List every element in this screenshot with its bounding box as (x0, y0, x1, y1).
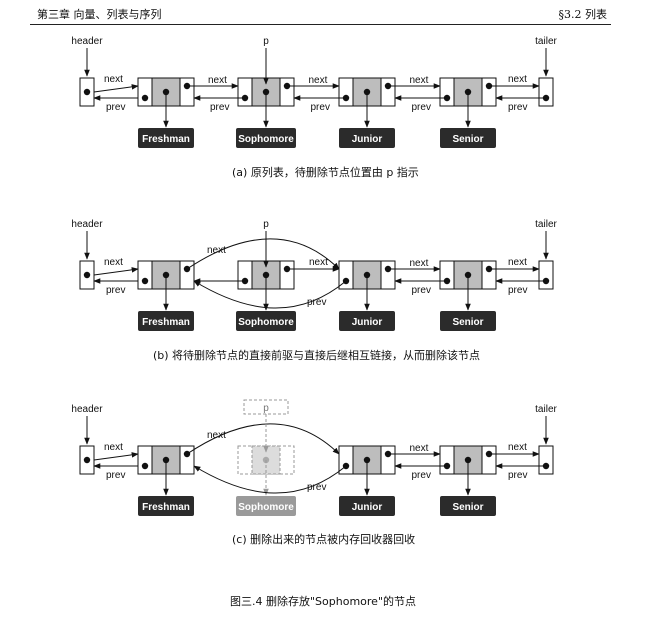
caption-b: (b) 将待删除节点的直接前驱与直接后继相互链接，从而删除该节点 (153, 349, 481, 362)
element-box-2 (236, 496, 296, 516)
next-label: next (207, 430, 226, 441)
element-box-3 (339, 311, 395, 331)
element-label-1: Freshman (142, 317, 190, 328)
element-label-4: Senior (452, 317, 483, 328)
element-label-2: Sophomore (238, 134, 294, 145)
element-box-4 (440, 128, 496, 148)
tailer-label: tailer (535, 36, 557, 47)
next-label: next (508, 442, 527, 453)
tailer-label: tailer (535, 404, 557, 415)
tailer-sentinel (538, 445, 554, 475)
tailer-sentinel (538, 260, 554, 290)
next-label: next (410, 75, 429, 86)
next-label: next (104, 74, 123, 85)
prev-label: prev (508, 285, 527, 296)
prev-label: prev (106, 470, 125, 481)
prev-label: prev (412, 470, 431, 481)
caption-a: (a) 原列表，待删除节点位置由 p 指示 (232, 166, 419, 179)
header-next-dot (83, 88, 91, 96)
next-label: next (208, 75, 227, 86)
prev-label: prev (412, 285, 431, 296)
prev-label: prev (210, 102, 229, 113)
prev-label: prev (311, 102, 330, 113)
element-label-3: Junior (352, 502, 383, 513)
element-box-3 (339, 496, 395, 516)
bypass-prev-link (193, 280, 347, 309)
prev-label: prev (508, 470, 527, 481)
element-box-4 (440, 311, 496, 331)
header-label: header (71, 36, 103, 47)
next-label: next (410, 443, 429, 454)
header-rule (30, 24, 611, 25)
caption-c: (c) 删除出来的节点被内存回收器回收 (232, 533, 416, 546)
figure-caption: 图三.4 删除存放"Sophomore"的节点 (230, 595, 417, 608)
chapter-title: 第三章 向量、列表与序列 (37, 8, 162, 21)
prev-label: prev (106, 102, 125, 113)
header-to-node1 (93, 452, 139, 461)
header-label: header (71, 219, 103, 230)
tailer-label: tailer (535, 219, 557, 230)
bypass-prev-link (193, 465, 347, 494)
next-label: next (410, 258, 429, 269)
tailer-sentinel (538, 77, 554, 107)
header-to-node1 (93, 84, 139, 93)
element-box-1 (138, 496, 194, 516)
prev-label: prev (412, 102, 431, 113)
element-label-4: Senior (452, 502, 483, 513)
p-label: p (263, 219, 269, 230)
next-label: next (309, 257, 328, 268)
next-label: next (309, 75, 328, 86)
element-label-1: Freshman (142, 134, 190, 145)
prev-label: prev (106, 285, 125, 296)
bypass-next-link (186, 238, 340, 270)
header-label: header (71, 404, 103, 415)
prev-label: prev (508, 102, 527, 113)
prev-pointer-dot (141, 277, 149, 285)
element-label-3: Junior (352, 317, 383, 328)
element-box-4 (440, 496, 496, 516)
element-box-1 (138, 128, 194, 148)
element-label-3: Junior (352, 134, 383, 145)
element-label-1: Freshman (142, 502, 190, 513)
bypass-next-link (186, 423, 340, 455)
header-to-node1 (93, 267, 139, 276)
prev-label: prev (307, 482, 326, 493)
header-next-dot (83, 271, 91, 279)
next-label: next (104, 442, 123, 453)
element-box-1 (138, 311, 194, 331)
element-label-4: Senior (452, 134, 483, 145)
element-box-2 (236, 128, 296, 148)
prev-label: prev (307, 297, 326, 308)
prev-pointer-dot (141, 94, 149, 102)
page-header: 第三章 向量、列表与序列 §3.2 列表 (0, 0, 651, 25)
element-label-2: Sophomore (238, 317, 294, 328)
prev-pointer-dot (141, 462, 149, 470)
next-label: next (508, 257, 527, 268)
header-next-dot (83, 456, 91, 464)
next-label: next (104, 257, 123, 268)
p-label: p (263, 36, 269, 47)
next-label: next (508, 74, 527, 85)
section-title: §3.2 列表 (558, 8, 608, 21)
element-label-2: Sophomore (238, 502, 294, 513)
next-label: next (207, 245, 226, 256)
p-label: p (263, 403, 269, 414)
element-box-2 (236, 311, 296, 331)
element-box-3 (339, 128, 395, 148)
